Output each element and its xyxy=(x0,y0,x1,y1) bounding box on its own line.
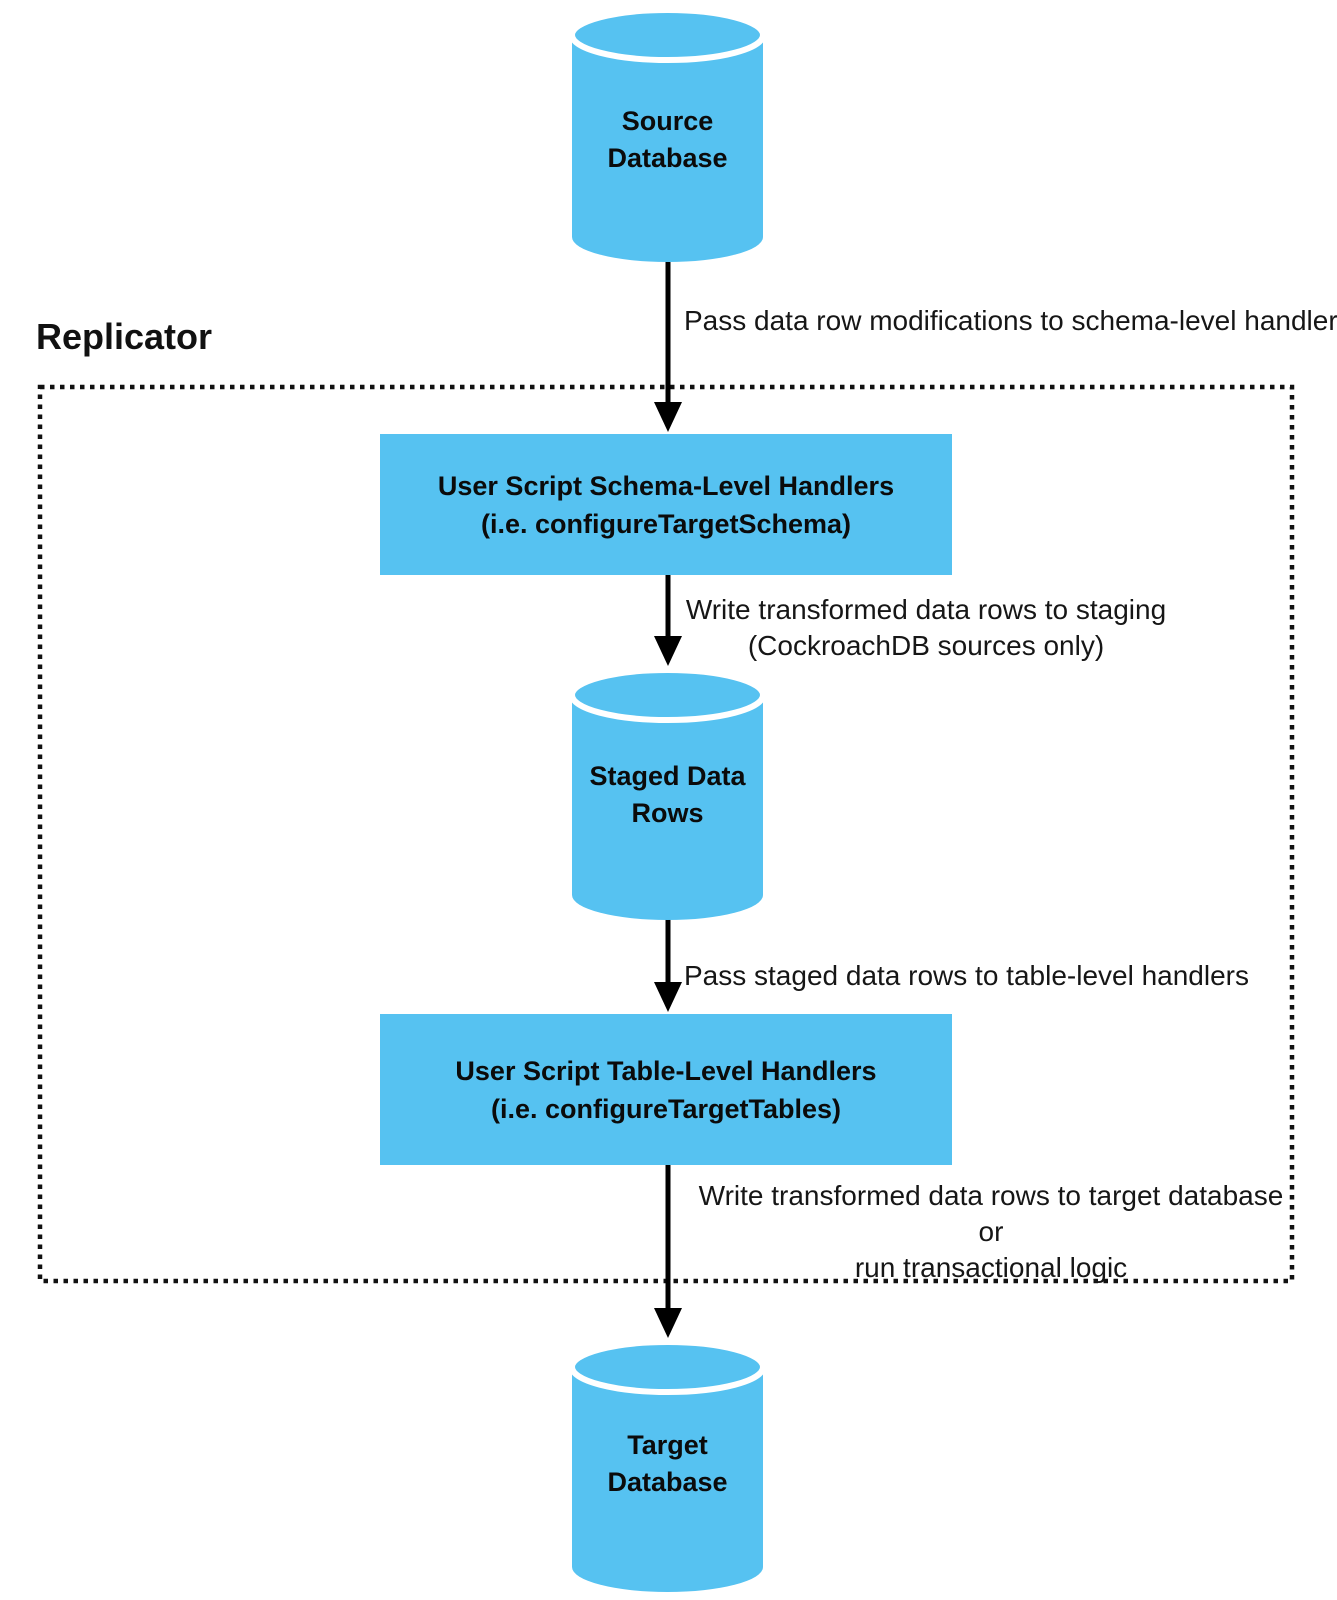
staged-data-rows-cylinder xyxy=(569,667,766,920)
cylinder-top xyxy=(569,7,766,63)
edge-label-table-to-target-line1: Write transformed data rows to target da… xyxy=(698,1180,1284,1247)
table-handlers-label-line2: (i.e. configureTargetTables) xyxy=(490,1093,842,1124)
arrow-head-icon xyxy=(654,402,682,432)
arrow-staging-to-table xyxy=(654,918,682,1012)
edge-label-source-to-schema: Pass data row modifications to schema-le… xyxy=(684,305,1337,336)
staged-data-rows-label-line1: Staged Data xyxy=(589,761,746,791)
arrow-head-icon xyxy=(654,1308,682,1338)
schema-level-handlers-box: User Script Schema-Level Handlers (i.e. … xyxy=(380,434,952,575)
table-handlers-label-line1: User Script Table-Level Handlers xyxy=(455,1055,877,1086)
arrow-source-to-schema xyxy=(654,262,682,432)
arrow-head-icon xyxy=(654,636,682,666)
target-database-label-line1: Target xyxy=(627,1430,708,1460)
schema-handlers-label-line1: User Script Schema-Level Handlers xyxy=(437,470,895,501)
edge-label-table-to-target: Write transformed data rows to target da… xyxy=(683,1178,1299,1286)
cylinder-body xyxy=(572,36,763,262)
arrow-head-icon xyxy=(654,982,682,1012)
schema-handlers-label-line2: (i.e. configureTargetSchema) xyxy=(480,508,852,539)
target-database-cylinder xyxy=(569,1339,766,1592)
staged-data-rows-label-line2: Rows xyxy=(631,798,704,828)
target-database-label: Target Database xyxy=(572,1427,763,1501)
target-database-label-line2: Database xyxy=(607,1467,728,1497)
arrow-table-to-target xyxy=(654,1165,682,1338)
source-database-label-line1: Source xyxy=(621,106,714,136)
cylinder-top xyxy=(569,1339,766,1395)
replicator-container-title: Replicator xyxy=(36,316,213,357)
table-level-handlers-box: User Script Table-Level Handlers (i.e. c… xyxy=(380,1014,952,1165)
edge-label-schema-to-staging: Write transformed data rows to staging (… xyxy=(666,592,1186,664)
cylinder-body xyxy=(572,696,763,920)
staged-data-rows-label: Staged Data Rows xyxy=(552,758,783,832)
edge-label-staging-to-table: Pass staged data rows to table-level han… xyxy=(684,960,1249,991)
edge-label-schema-to-staging-line1: Write transformed data rows to staging xyxy=(685,594,1167,625)
source-database-cylinder xyxy=(569,7,766,262)
source-database-label-line2: Database xyxy=(607,143,728,173)
cylinder-body xyxy=(572,1368,763,1592)
arrow-schema-to-staging xyxy=(654,575,682,666)
edge-label-schema-to-staging-line2: (CockroachDB sources only) xyxy=(747,630,1105,661)
cylinder-top xyxy=(569,667,766,723)
edge-label-table-to-target-line2: run transactional logic xyxy=(854,1252,1128,1283)
source-database-label: Source Database xyxy=(572,103,763,177)
